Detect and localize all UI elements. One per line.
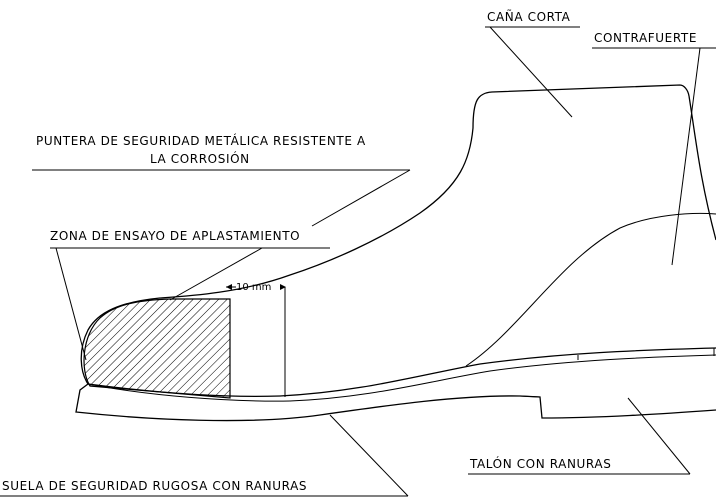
talon-leader bbox=[627, 397, 691, 475]
ankle-seam bbox=[465, 212, 716, 367]
suela-leader bbox=[329, 414, 409, 497]
dimension-label: 10 mm bbox=[236, 282, 271, 293]
label-puntera-line1: PUNTERA DE SEGURIDAD METÁLICA RESISTENTE… bbox=[36, 133, 366, 148]
zona-leader-right bbox=[169, 247, 263, 301]
leaders bbox=[0, 26, 716, 497]
label-puntera-line2: LA CORROSIÓN bbox=[150, 151, 250, 166]
contrafuerte-leader bbox=[671, 47, 701, 266]
label-zona-ensayo: ZONA DE ENSAYO DE APLASTAMIENTO bbox=[50, 229, 300, 243]
puntera-leader bbox=[311, 169, 411, 227]
zona-leader-left bbox=[55, 247, 87, 361]
dim-arrowhead-left bbox=[226, 284, 232, 290]
shaft-back-edge bbox=[688, 95, 716, 241]
sole bbox=[75, 383, 716, 422]
label-cana-corta: CAÑA CORTA bbox=[487, 9, 571, 24]
label-contrafuerte: CONTRAFUERTE bbox=[594, 31, 697, 45]
welt-lower bbox=[87, 354, 716, 402]
label-talon: TALÓN CON RANURAS bbox=[469, 456, 611, 471]
dimension-10mm: 10 mm bbox=[226, 282, 286, 293]
cana-leader bbox=[489, 26, 573, 118]
dim-arrowhead-right bbox=[280, 284, 286, 290]
label-suela: SUELA DE SEGURIDAD RUGOSA CON RANURAS bbox=[2, 479, 307, 493]
crush-test-zone bbox=[83, 298, 231, 399]
vamp-front-edge bbox=[80, 127, 474, 385]
shaft-top-edge bbox=[472, 84, 690, 129]
heel-step bbox=[519, 395, 541, 398]
